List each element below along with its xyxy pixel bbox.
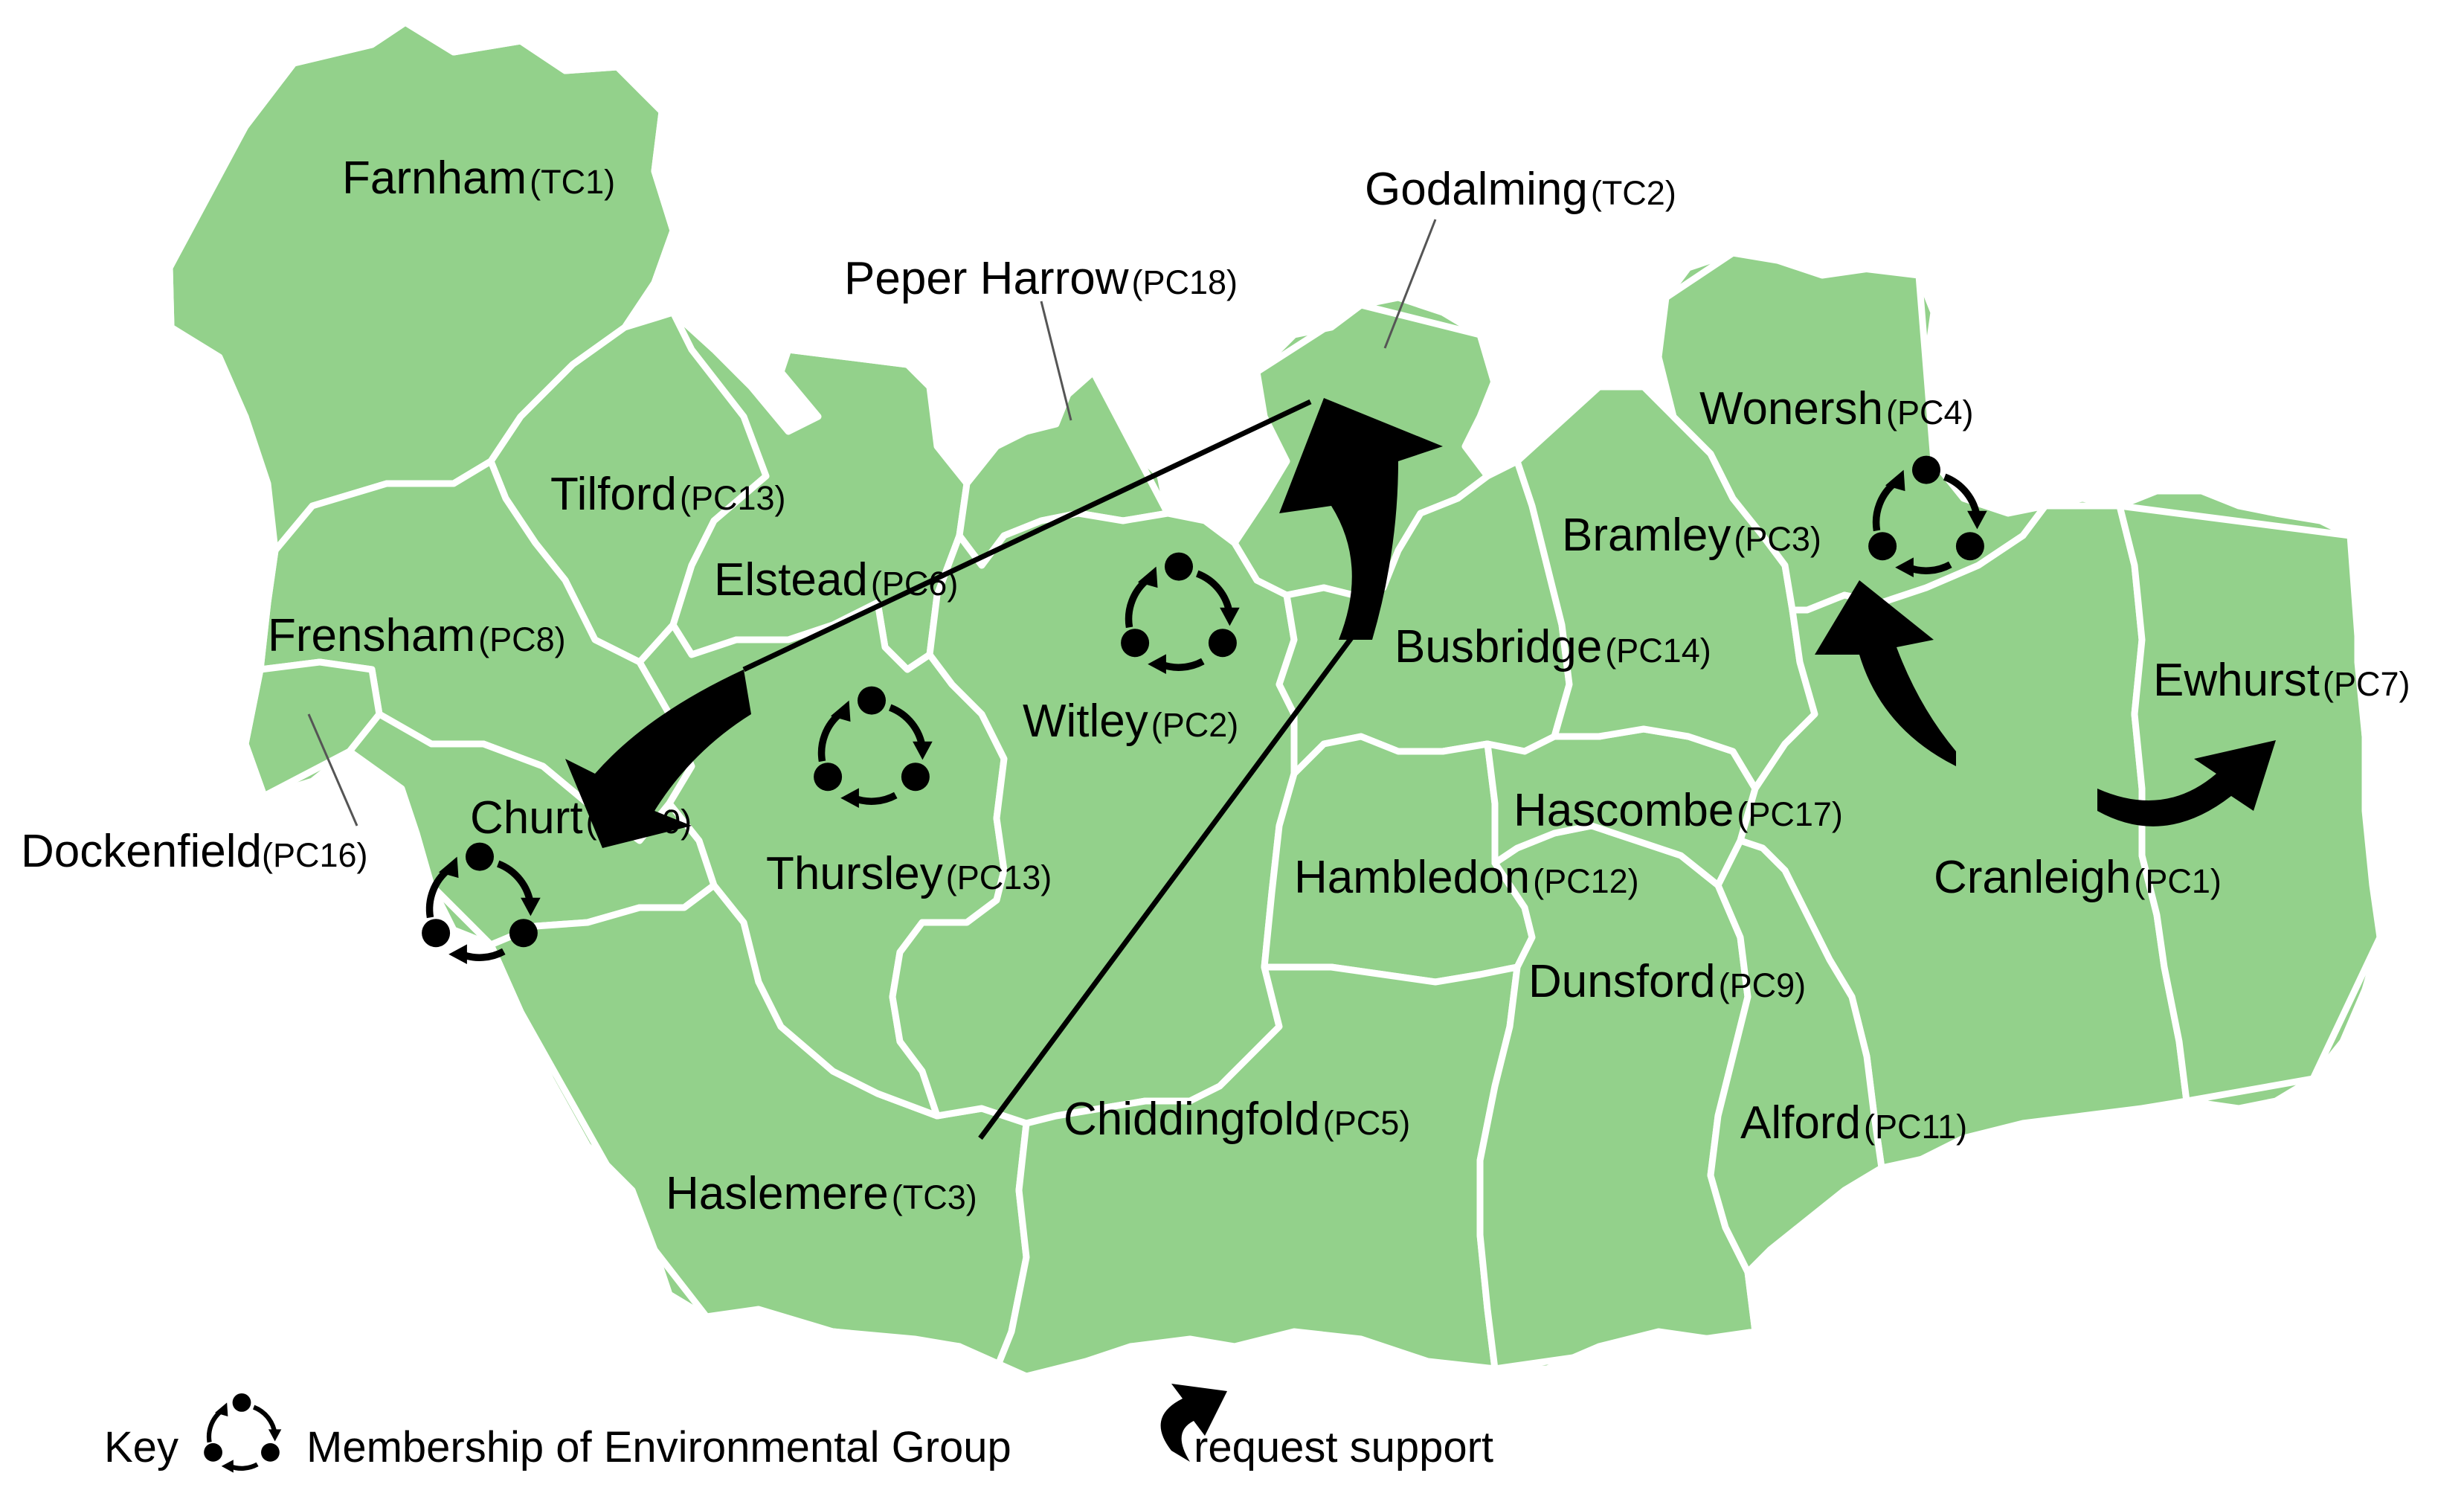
label-dockenfield: Dockenfield(PC16) — [21, 826, 368, 877]
label-elstead: Elstead (PC6) — [714, 554, 958, 606]
label-dunsford: Dunsford (PC9) — [1528, 956, 1806, 1007]
flow-line-godalming-churt — [742, 399, 1312, 673]
curved-arrow-icon — [1160, 1384, 1227, 1462]
map-key: Key Membership of Environmental Group re… — [104, 1384, 1493, 1473]
parish-regions — [166, 19, 2384, 1380]
support-request-flows — [565, 398, 2276, 1140]
label-ewhurst: Ewhurst (PC7) — [2153, 655, 2410, 706]
label-farnham: Farnham (TC1) — [342, 153, 615, 204]
cycle-icon — [204, 1393, 281, 1473]
label-haslemere: Haslemere (TC3) — [666, 1168, 977, 1219]
label-chiddingfold: Chiddingfold (PC5) — [1064, 1094, 1410, 1145]
label-godalming: Godalming (TC2) — [1365, 164, 1676, 215]
leader-peper-harrow — [1040, 301, 1072, 421]
request-arrow-godalming-churt — [565, 670, 751, 848]
label-frensham: Frensham (PC8) — [268, 610, 566, 661]
label-churt: Churt (PC10) — [470, 792, 692, 844]
label-peper-harrow: Peper Harrow (PC18) — [844, 253, 1238, 304]
request-arrow-cranleigh-ewhurst — [2097, 740, 2276, 826]
label-hascombe: Hascombe (PC17) — [1514, 785, 1843, 836]
label-wonersh: Wonersh (PC4) — [1699, 383, 1974, 434]
label-cranleigh: Cranleigh (PC1) — [1934, 852, 2222, 903]
label-bramley: Bramley (PC3) — [1562, 510, 1821, 561]
label-thursley: Thursley (PC13) — [766, 848, 1052, 899]
region-dockenfield — [242, 658, 383, 800]
request-arrow-haslemere-godalming — [1279, 398, 1443, 640]
request-arrow-cranleigh-bramley — [1815, 580, 1956, 766]
label-hambledon: Hambledon (PC12) — [1294, 852, 1639, 903]
parish-labels: Farnham (TC1) Godalming (TC2) Peper Harr… — [21, 153, 2410, 1219]
key-group-label: Membership of Environmental Group — [306, 1423, 1011, 1471]
label-witley: Witley (PC2) — [1023, 696, 1238, 747]
label-alford: Alford (PC11) — [1740, 1097, 1967, 1149]
leader-dockenfield — [307, 713, 358, 826]
label-tilford: Tilford (PC13) — [550, 469, 786, 520]
leader-lines — [307, 219, 1437, 826]
label-busbridge: Busbridge (PC14) — [1395, 621, 1711, 673]
leader-godalming — [1383, 219, 1437, 349]
region-dunsford — [1476, 822, 1759, 1373]
key-arrow-label: request support — [1194, 1423, 1493, 1471]
flow-line-haslemere-godalming — [978, 623, 1363, 1140]
key-title: Key — [104, 1423, 178, 1471]
borough-outline — [166, 19, 2384, 1380]
region-alford — [1707, 837, 1885, 1276]
